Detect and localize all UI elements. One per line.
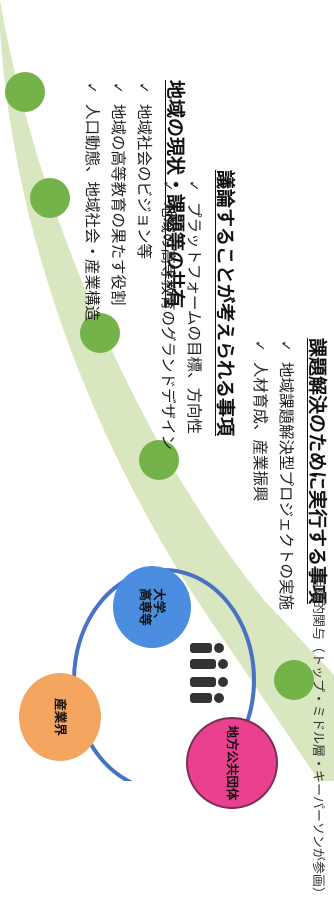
list-item: ✓地域の高等教育の果たす役割 xyxy=(104,82,130,321)
section-heading-implementation: 課題解決のために実行する事項 xyxy=(306,338,328,605)
step-circle-5 xyxy=(274,660,314,700)
group-of-people-icon xyxy=(190,643,228,703)
section-list-discussion: ✓プラットフォームの目標、方向性 ✓地域の高等教育のグランドデザイン xyxy=(154,180,206,450)
organization-caption: 組織的関与（トップ・ミドル層・キーパーソンが参画） xyxy=(310,575,325,900)
list-item: ✓地域課題解決型プロジェクトの実施 xyxy=(272,340,298,610)
check-icon: ✓ xyxy=(159,180,175,192)
check-icon: ✓ xyxy=(109,82,125,94)
section-heading-discussion: 議論することが考えられる事項 xyxy=(214,170,236,437)
section-list-implementation: ✓地域課題解決型プロジェクトの実施 ✓人材育成、産業振興 xyxy=(246,340,298,610)
check-icon: ✓ xyxy=(83,82,99,94)
node-local-government: 地方公共団体 xyxy=(186,717,278,809)
list-item: ✓プラットフォームの目標、方向性 xyxy=(180,180,206,450)
step-circle-2 xyxy=(30,178,70,218)
node-university: 大学、 高専等 xyxy=(113,566,191,648)
node-industry: 産業界 xyxy=(19,673,101,761)
list-item: ✓地域の高等教育のグランドデザイン xyxy=(154,180,180,450)
check-icon: ✓ xyxy=(135,82,151,94)
step-circle-3 xyxy=(80,313,120,353)
list-item: ✓地域社会のビジョン等 xyxy=(130,82,156,321)
check-icon: ✓ xyxy=(277,340,293,352)
section-list-current-status: ✓地域社会のビジョン等 ✓地域の高等教育の果たす役割 ✓人口動態、地域社会・産業… xyxy=(78,82,156,321)
list-item: ✓人材育成、産業振興 xyxy=(246,340,272,610)
check-icon: ✓ xyxy=(251,340,267,352)
step-circle-1 xyxy=(5,72,45,112)
progress-arrow-band xyxy=(0,0,334,781)
step-circle-4 xyxy=(139,440,179,480)
check-icon: ✓ xyxy=(185,180,201,192)
list-item: ✓人口動態、地域社会・産業構造 xyxy=(78,82,104,321)
